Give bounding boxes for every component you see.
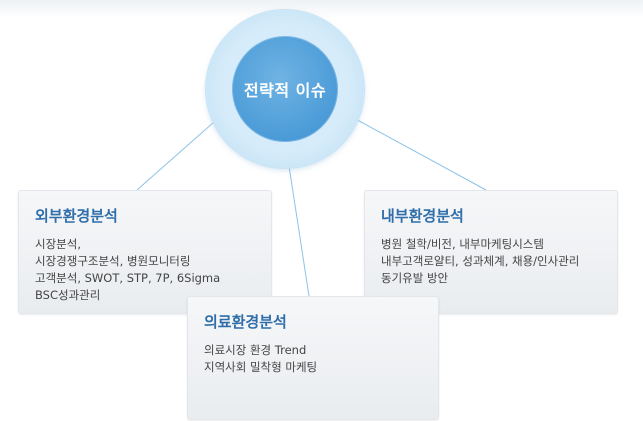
medical-analysis-title: 의료환경분석 xyxy=(204,313,287,331)
external-analysis-line: 고객분석, SWOT, STP, 7P, 6Sigma xyxy=(35,271,221,285)
medical-analysis-card: 의료환경분석 의료시장 환경 Trend 지역사회 밀착형 마케팅 xyxy=(187,296,439,420)
external-analysis-line: BSC성과관리 xyxy=(35,288,101,302)
connector-external xyxy=(136,121,215,191)
external-analysis-line: 시장경쟁구조분석, 병원모니터링 xyxy=(35,254,191,268)
medical-analysis-line: 지역사회 밀착형 마케팅 xyxy=(204,360,318,374)
internal-analysis-line: 병원 철학/비전, 내부마케팅시스템 xyxy=(381,237,544,251)
connector-medical xyxy=(288,165,310,297)
strategic-issue-hub: 전략적 이슈 xyxy=(232,36,338,142)
internal-analysis-line: 동기유발 방안 xyxy=(381,271,449,285)
medical-analysis-line: 의료시장 환경 Trend xyxy=(204,343,307,357)
hub-title: 전략적 이슈 xyxy=(243,81,327,100)
internal-analysis-title: 내부환경분석 xyxy=(381,207,464,225)
top-gradient-band xyxy=(0,0,643,18)
external-analysis-line: 시장분석, xyxy=(35,237,81,251)
external-analysis-card: 외부환경분석 시장분석, 시장경쟁구조분석, 병원모니터링 고객분석, SWOT… xyxy=(18,190,272,314)
internal-analysis-card: 내부환경분석 병원 철학/비전, 내부마케팅시스템 내부고객로얄티, 성과체계,… xyxy=(364,190,618,314)
connector-internal xyxy=(349,115,487,191)
external-analysis-title: 외부환경분석 xyxy=(35,207,118,225)
internal-analysis-line: 내부고객로얄티, 성과체계, 채용/인사관리 xyxy=(381,254,580,268)
